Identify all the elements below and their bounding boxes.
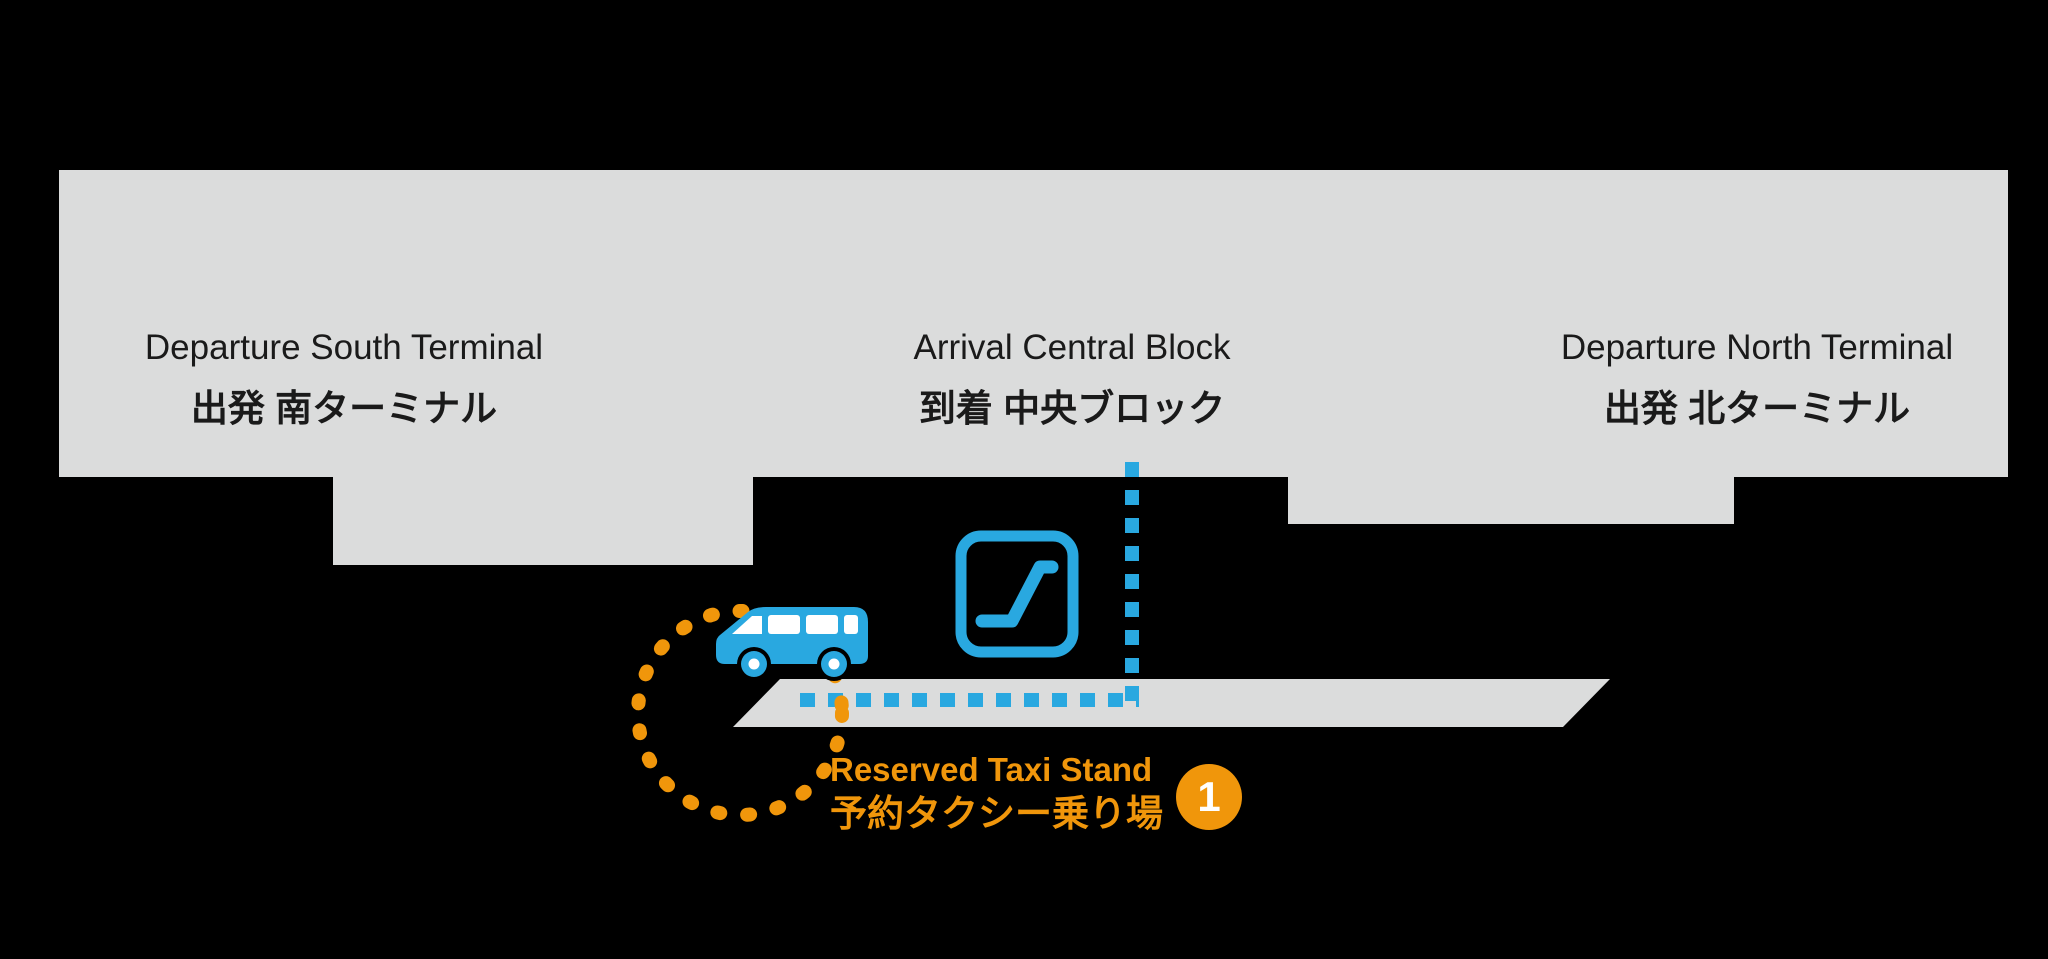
van-side-window-2 <box>806 615 838 634</box>
label-departure-north-terminal: Departure North Terminal 出発 北ターミナル <box>1561 326 1953 432</box>
curbside-walkway <box>733 679 1610 727</box>
van-front-hub <box>748 658 760 670</box>
escalator-icon-glyph <box>975 560 1059 628</box>
label-reserved-taxi-stand-ja: 予約タクシー乗り場 <box>830 793 1163 834</box>
van-rear-hub <box>828 658 840 670</box>
north-terminal-extension-block <box>1288 477 1734 524</box>
label-departure-south-terminal: Departure South Terminal 出発 南ターミナル <box>145 326 543 432</box>
escalator-icon-frame <box>955 530 1079 658</box>
van-rear-window <box>844 615 858 634</box>
taxi-van-icon <box>716 607 868 681</box>
taxi-stand-number-badge: 1 <box>1176 764 1242 830</box>
label-reserved-taxi-stand-en: Reserved Taxi Stand <box>830 751 1153 788</box>
escalator-icon <box>955 530 1079 658</box>
label-departure-south-terminal-en: Departure South Terminal <box>144 328 544 367</box>
label-departure-south-terminal-ja: 出発 南ターミナル <box>190 388 498 429</box>
label-reserved-taxi-stand: Reserved Taxi Stand 予約タクシー乗り場 <box>830 750 1163 836</box>
south-terminal-extension-block <box>333 477 753 565</box>
taxi-stand-highlight-circle <box>631 604 849 822</box>
terminal-building-block <box>59 170 2008 477</box>
label-departure-north-terminal-en: Departure North Terminal <box>1560 328 1954 367</box>
label-departure-north-terminal-ja: 出発 北ターミナル <box>1603 388 1911 429</box>
van-windshield <box>732 616 762 634</box>
label-arrival-central-block-ja: 到着 中央ブロック <box>918 388 1226 429</box>
label-arrival-central-block-en: Arrival Central Block <box>913 328 1231 367</box>
van-side-window-1 <box>768 615 800 634</box>
label-arrival-central-block: Arrival Central Block 到着 中央ブロック <box>913 326 1230 432</box>
